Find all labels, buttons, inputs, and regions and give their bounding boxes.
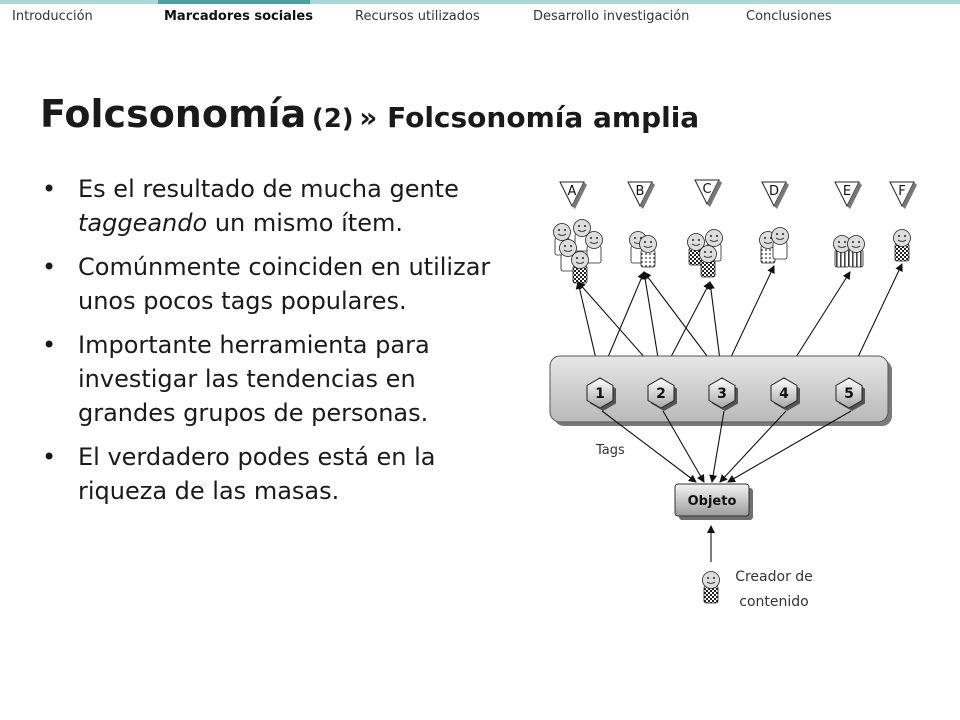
svg-text:A: A [568, 184, 577, 199]
tag-hexagons: 1 2 3 4 5 [586, 377, 865, 411]
arrow [719, 410, 787, 483]
tag-1: 1 [586, 377, 616, 411]
tag-label: 3 [717, 386, 727, 402]
title-number: (2) [311, 104, 354, 134]
user-flag-d: D [761, 181, 789, 209]
nav-item-introduccion[interactable]: Introducción [12, 9, 93, 24]
user-flag-a: A [559, 181, 587, 209]
svg-text:B: B [636, 184, 645, 199]
creator-label-line2: contenido [739, 594, 808, 610]
object-box: Objeto [674, 483, 753, 520]
person-icon [571, 251, 589, 284]
person-icon [585, 231, 603, 264]
user-flag-b: B [627, 181, 655, 209]
bullet-item: Es el resultado de mucha gente taggeando… [36, 172, 516, 240]
arrow [662, 410, 705, 483]
tag-object-arrows [601, 410, 852, 483]
person-icon [771, 227, 789, 260]
user-flag-e: E [834, 181, 862, 209]
svg-text:F: F [898, 184, 905, 199]
arrow [709, 410, 725, 483]
person-icon [559, 239, 577, 272]
creator-label-line1: Creador de [735, 569, 813, 585]
tag-4: 4 [770, 377, 800, 411]
person-icon [702, 571, 720, 604]
folksonomy-diagram: A B C D E F 1 2 3 4 5 Tags [549, 179, 917, 610]
section-nav: Introducción Marcadores sociales Recurso… [0, 0, 960, 34]
title-subtitle: » Folcsonomía amplia [359, 101, 700, 134]
svg-text:C: C [702, 182, 711, 197]
tag-label: 4 [779, 386, 789, 402]
bullet-item: El verdadero podes está en la riqueza de… [36, 440, 516, 508]
tag-label: 5 [844, 386, 854, 402]
person-icon [639, 235, 657, 268]
svg-text:E: E [843, 184, 851, 199]
tag-2: 2 [647, 377, 677, 411]
nav-item-recursos-utilizados[interactable]: Recursos utilizados [355, 9, 480, 24]
bullet-item: Importante herramienta para investigar l… [36, 328, 516, 430]
nav-divider-line [0, 0, 960, 4]
nav-item-desarrollo-investigacion[interactable]: Desarrollo investigación [533, 9, 690, 24]
bullet-list: Es el resultado de mucha gente taggeando… [36, 172, 516, 518]
nav-active-indicator [158, 0, 310, 4]
title-main: Folcsonomía [40, 92, 307, 136]
tag-label: 2 [656, 386, 666, 402]
user-flag-c: C [694, 179, 722, 207]
arrow [601, 410, 697, 483]
person-icon [699, 245, 717, 278]
bullet-item: Comúnmente coinciden en utilizar unos po… [36, 250, 516, 318]
person-icon [893, 229, 911, 262]
person-icon [847, 235, 865, 268]
svg-text:D: D [769, 184, 779, 199]
svg-text:Objeto: Objeto [688, 494, 737, 509]
tag-5: 5 [835, 377, 865, 411]
content-creator-icon [702, 571, 720, 604]
user-flag-f: F [889, 181, 917, 209]
tag-label: 1 [595, 386, 605, 402]
nav-item-conclusiones[interactable]: Conclusiones [746, 9, 832, 24]
nav-item-marcadores-sociales[interactable]: Marcadores sociales [164, 9, 313, 24]
person-icon [833, 235, 851, 268]
people-icon-groups [553, 219, 911, 284]
arrow [727, 410, 852, 483]
tag-3: 3 [708, 377, 738, 411]
tags-label: Tags [595, 443, 625, 458]
slide-title: Folcsonomía (2) » Folcsonomía amplia [40, 92, 699, 136]
